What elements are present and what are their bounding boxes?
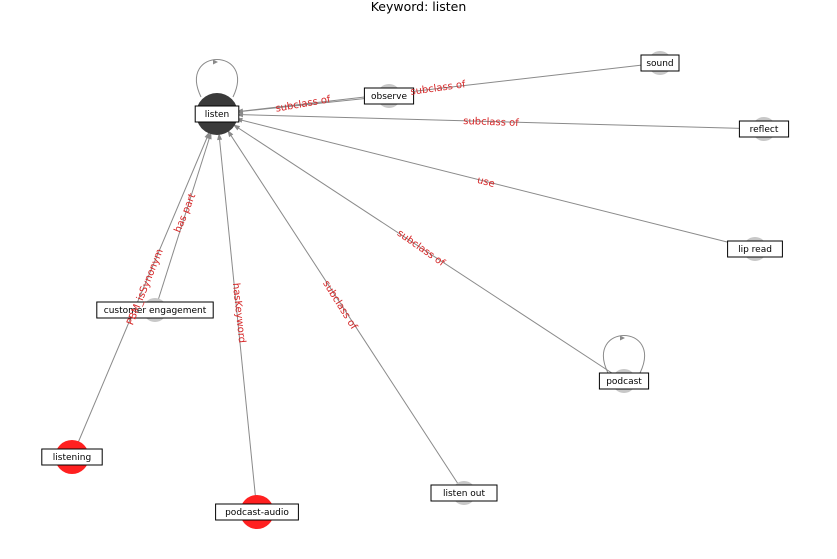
node-label-text: observe bbox=[371, 92, 407, 102]
edge-label: subclass of bbox=[410, 79, 467, 98]
node-label-text: reflect bbox=[750, 125, 779, 135]
edge-label: hasKeyword bbox=[230, 282, 247, 343]
self-loop-edge-listen bbox=[195, 59, 239, 98]
node-label-text: listen bbox=[205, 110, 229, 120]
edge-arrowhead bbox=[227, 129, 234, 138]
node-label-text: sound bbox=[646, 59, 673, 69]
self-loop-arrowhead bbox=[620, 335, 625, 341]
edge-listening-to-listen bbox=[71, 131, 211, 458]
node-label-reflect: reflect bbox=[738, 120, 790, 138]
edge-listen_out-to-listen bbox=[226, 129, 465, 494]
self-loop-arrowhead bbox=[213, 59, 218, 65]
edge-customer_engagement-to-listen bbox=[154, 131, 212, 311]
edge-arrowhead bbox=[217, 132, 223, 141]
edge-label: subclass of bbox=[320, 279, 359, 332]
node-label-listen-out: listen out bbox=[430, 484, 498, 502]
edge-sound-to-listen bbox=[235, 62, 661, 113]
node-label-listen: listen bbox=[194, 105, 240, 123]
edge-arrowhead bbox=[235, 112, 244, 118]
edge-label: use bbox=[476, 175, 496, 190]
edge-arrowhead bbox=[235, 108, 244, 114]
self-loop-edge-podcast bbox=[602, 335, 646, 374]
node-label-podcast: podcast bbox=[598, 372, 650, 390]
node-label-text: podcast-audio bbox=[225, 508, 289, 518]
node-label-podcast-audio: podcast-audio bbox=[215, 503, 299, 521]
node-label-text: podcast bbox=[606, 377, 642, 387]
edge-label: has part bbox=[173, 192, 199, 235]
edge-arrowhead bbox=[204, 131, 210, 139]
diagram-title: Keyword: listen bbox=[370, 0, 467, 14]
node-label-lip-read: lip read bbox=[727, 240, 783, 258]
edge-arrowhead bbox=[232, 124, 241, 131]
node-label-listening: listening bbox=[41, 448, 103, 466]
edge-lip_read-to-listen bbox=[235, 118, 756, 250]
node-label-observe: observe bbox=[363, 87, 415, 105]
edge-label: subclass of bbox=[275, 94, 332, 115]
node-label-text: listening bbox=[53, 453, 91, 463]
node-label-sound: sound bbox=[640, 54, 680, 72]
edge-reflect-to-listen bbox=[235, 114, 765, 130]
edge-label: subclass of bbox=[395, 228, 447, 269]
edge-label: subclass of bbox=[463, 116, 519, 129]
node-label-text: listen out bbox=[443, 489, 486, 499]
edge-podcast_audio-to-listen bbox=[218, 132, 258, 513]
node-label-text: lip read bbox=[738, 245, 772, 255]
node-label-text: customer engagement bbox=[104, 306, 207, 316]
node-label-customer-engagement: customer engagement bbox=[96, 301, 214, 319]
edge-podcast-to-listen bbox=[232, 124, 625, 382]
